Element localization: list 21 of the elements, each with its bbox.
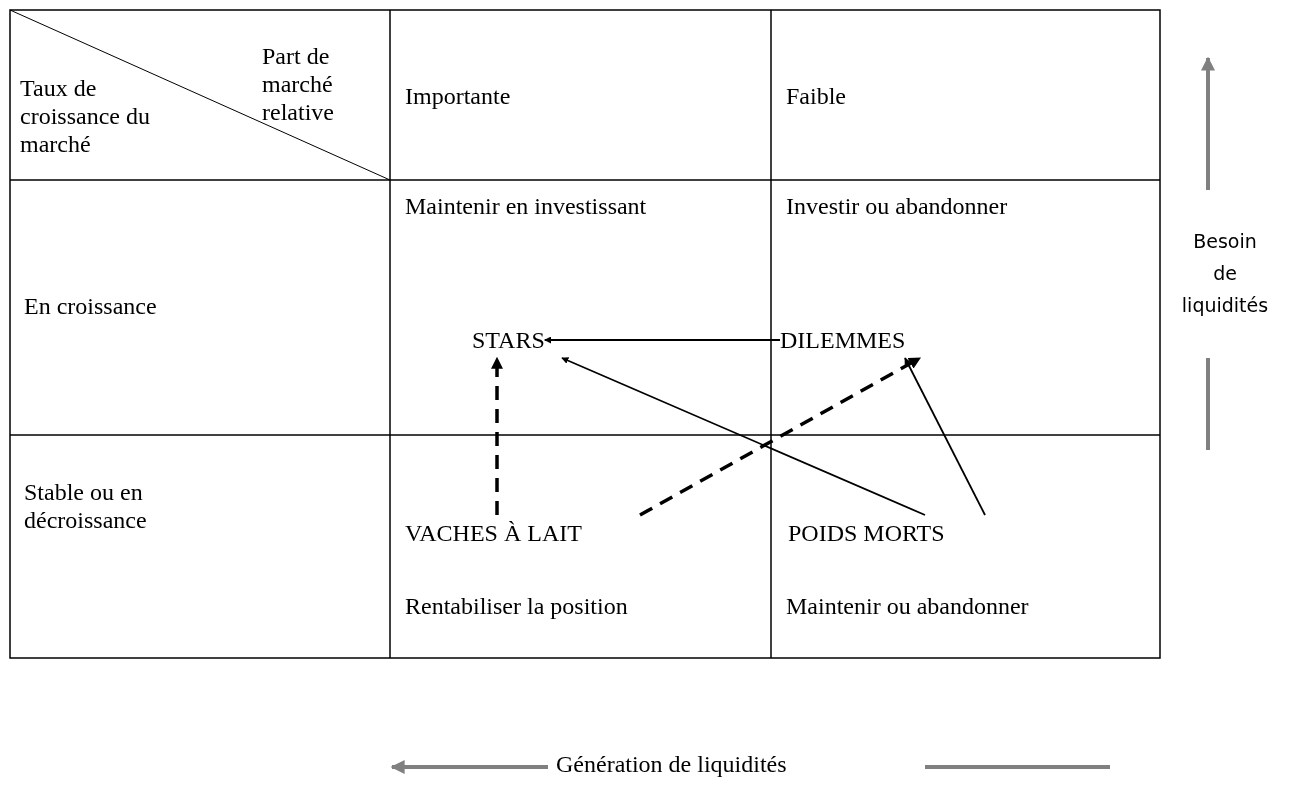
column-header: Faible: [786, 82, 847, 110]
strategy-text: Investir ou abandonner: [786, 192, 1009, 220]
header-label: Taux de croissance du marché: [20, 74, 151, 158]
strategy-text: Rentabiliser la position: [405, 592, 629, 620]
dashed-arrow: [639, 356, 922, 517]
axis-label: Génération de liquidités: [556, 750, 788, 778]
row-header: Stable ou en décroissance: [24, 478, 148, 534]
header-label: Part de marché relative: [262, 42, 335, 126]
arrow: [543, 336, 781, 344]
quadrant-name: STARS: [472, 327, 545, 353]
quadrant-name: DILEMMES: [780, 327, 906, 353]
arrow: [561, 357, 926, 516]
strategy-text: Maintenir ou abandonner: [786, 592, 1030, 620]
axis-label: Besoin de liquidités: [1180, 229, 1270, 318]
column-header: Importante: [405, 82, 512, 110]
arrow: [904, 357, 986, 516]
dashed-arrow: [491, 356, 503, 515]
quadrant-name: VACHES À LAIT: [405, 520, 582, 546]
quadrant-name: POIDS MORTS: [788, 520, 945, 546]
row-header: En croissance: [24, 292, 158, 320]
strategy-text: Maintenir en investissant: [405, 192, 648, 220]
